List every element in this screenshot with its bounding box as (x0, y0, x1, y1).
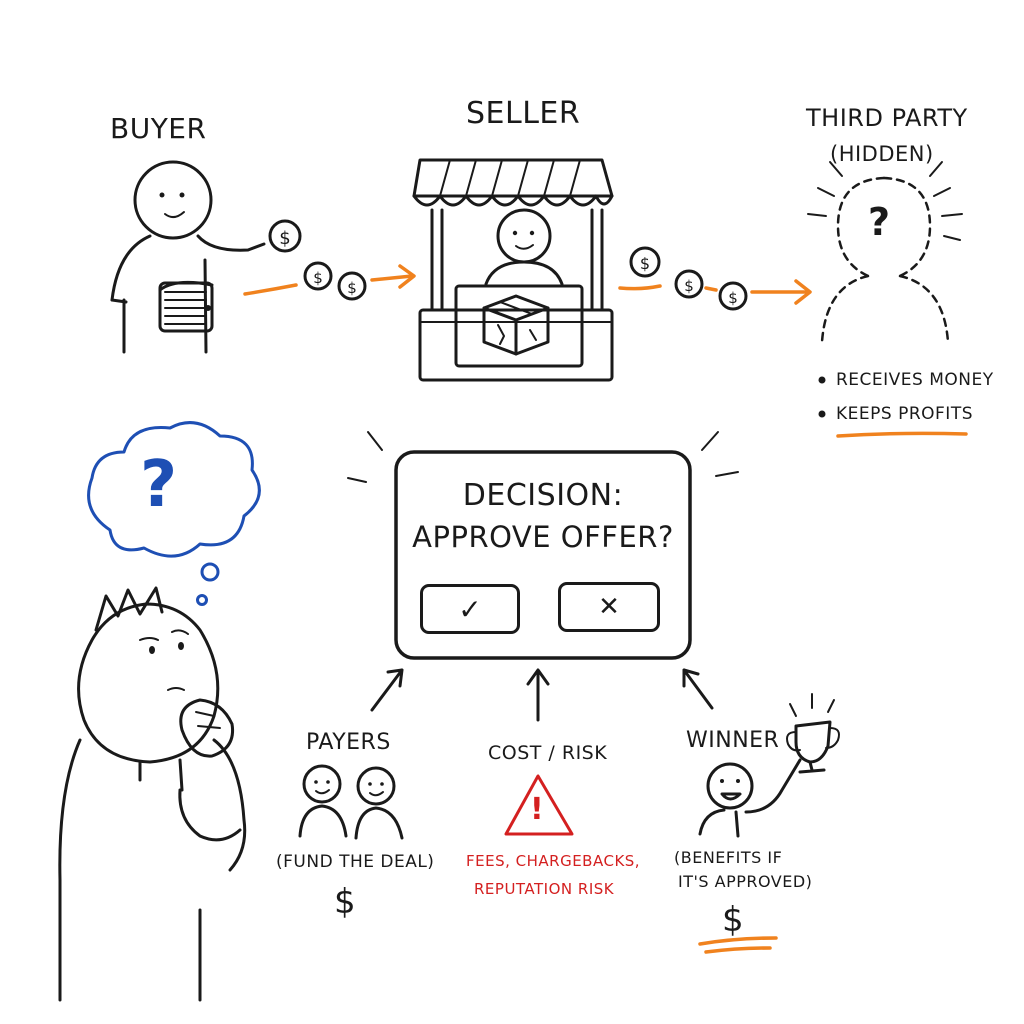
svg-text:$: $ (347, 279, 357, 297)
package-icon (482, 294, 550, 356)
svg-text:$: $ (640, 254, 650, 273)
buyer-to-seller-flow: $ $ (243, 261, 416, 301)
svg-text:$: $ (313, 269, 323, 287)
svg-text:$: $ (279, 228, 290, 249)
cost-risk-label: Cost / Risk (488, 742, 608, 764)
payers-note: (Fund the deal) (276, 852, 435, 872)
winner-underline (698, 936, 778, 954)
bullet-dot (818, 410, 826, 418)
warning-icon (504, 774, 574, 836)
close-icon: ✕ (598, 592, 620, 622)
thought-bubble (87, 421, 261, 606)
coin-icon: $ (337, 271, 367, 301)
checkmark-icon: ✓ (458, 592, 482, 626)
arrow-winner-to-decision (682, 668, 714, 710)
coin-icon: $ (303, 261, 333, 291)
arrow-cost-to-decision (526, 668, 550, 722)
seller-stall (412, 158, 614, 382)
wallet-icon (158, 280, 214, 333)
third-party-figure (807, 161, 963, 344)
buyer-label: Buyer (110, 112, 207, 145)
svg-text:$: $ (728, 289, 738, 307)
payers-figures (298, 764, 404, 840)
bullet-receives-money: Receives money (836, 370, 994, 390)
decision-question: Approve offer? (412, 520, 674, 554)
third-party-unknown-icon: ? (868, 200, 891, 244)
payers-dollar-icon: $ (334, 882, 356, 922)
trophy-icon (786, 693, 840, 774)
winner-label: Winner (686, 728, 780, 753)
payers-label: Payers (306, 730, 391, 755)
seller-figure (484, 208, 564, 286)
coin-icon: $ (268, 219, 302, 253)
seller-to-third-party-flow: $ $ $ (618, 246, 812, 311)
arrow-payers-to-decision (370, 668, 404, 712)
thinker-figure (58, 586, 247, 1002)
coin-icon: $ (718, 281, 748, 311)
coin-icon: $ (629, 246, 661, 278)
keeps-profits-underline (836, 431, 968, 438)
cost-risk-note-1: Fees, chargebacks, (466, 852, 641, 870)
reject-button[interactable]: ✕ (558, 582, 660, 632)
third-party-label: Third Party (806, 104, 968, 132)
bullet-dot (818, 376, 826, 384)
bullet-keeps-profits: Keeps profits (836, 404, 973, 424)
svg-text:$: $ (684, 277, 694, 295)
winner-figure (698, 758, 802, 838)
thought-question-icon: ? (140, 448, 178, 522)
winner-note-2: it's approved) (678, 872, 813, 891)
coin-icon: $ (674, 269, 704, 299)
approve-button[interactable]: ✓ (420, 584, 520, 634)
decision-title: Decision: (462, 478, 624, 513)
cost-risk-note-2: Reputation risk (474, 880, 615, 898)
third-party-sublabel: (hidden) (830, 142, 934, 166)
buyer-figure: $ (110, 160, 302, 354)
winner-dollar-icon: $ (722, 900, 744, 940)
warning-exclamation: ! (530, 792, 544, 827)
decision-box (347, 431, 739, 660)
seller-label: Seller (466, 96, 581, 131)
winner-note-1: (Benefits if (674, 848, 783, 867)
